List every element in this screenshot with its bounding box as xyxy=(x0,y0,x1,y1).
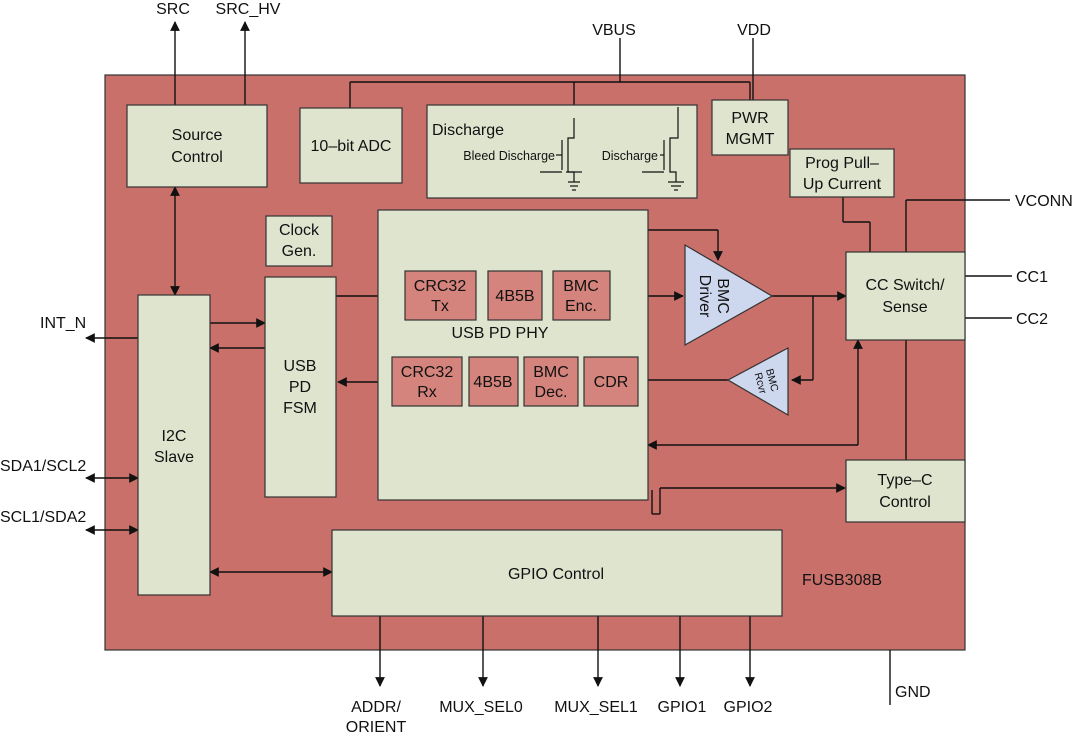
prog-pullup-block: Prog Pull– Up Current xyxy=(789,148,895,198)
gpio-control-block: GPIO Control xyxy=(331,529,783,617)
clock-gen-label-1: Clock xyxy=(279,222,320,239)
bmc-dec-block: BMC Dec. xyxy=(523,356,579,407)
bmc-rcvr-amp: BMC Rcvr xyxy=(726,347,789,417)
type-c-control-label-1: Type–C xyxy=(877,472,932,489)
crc32-rx-label-1: CRC32 xyxy=(401,364,454,381)
adc-label: 10–bit ADC xyxy=(311,138,392,155)
bleed-discharge-label: Bleed Discharge xyxy=(463,149,555,163)
pin-gpio2: GPIO2 xyxy=(724,699,773,716)
i2c-slave-label-2: Slave xyxy=(154,449,194,466)
pwr-mgmt-block: PWR MGMT xyxy=(711,99,789,156)
cdr-label: CDR xyxy=(594,374,629,391)
crc32-tx-label-1: CRC32 xyxy=(414,278,467,295)
crc32-tx-block: CRC32 Tx xyxy=(404,270,477,321)
crc32-rx-block: CRC32 Rx xyxy=(391,356,463,407)
pin-vdd: VDD xyxy=(737,22,771,39)
pin-int-n: INT_N xyxy=(40,315,86,332)
usb-pd-fsm-label-1: USB xyxy=(284,358,317,375)
usb-pd-fsm-label-2: PD xyxy=(289,379,311,396)
pwr-mgmt-label-2: MGMT xyxy=(726,131,775,148)
pin-gnd: GND xyxy=(895,684,931,701)
usb-pd-fsm-label-3: FSM xyxy=(283,400,317,417)
crc32-rx-label-2: Rx xyxy=(417,384,437,401)
pin-mux-sel0: MUX_SEL0 xyxy=(439,699,523,716)
prog-pullup-label-1: Prog Pull– xyxy=(805,155,879,172)
bmc-dec-label-1: BMC xyxy=(533,364,569,381)
clock-gen-label-2: Gen. xyxy=(282,243,317,260)
type-c-control-label-2: Control xyxy=(879,494,931,511)
bmc-rcvr-label-1: BMC xyxy=(763,367,781,393)
pin-sda1-scl2: SDA1/SCL2 xyxy=(0,458,86,475)
discharge-block: Discharge Bleed Discharge Discharge xyxy=(426,104,698,199)
bmc-driver-label-1: BMC xyxy=(714,278,731,314)
pin-cc1: CC1 xyxy=(1016,269,1048,286)
pin-addr-line-1: ADDR/ xyxy=(351,699,401,716)
4b5b-rx-block: 4B5B xyxy=(468,356,519,407)
adc-block: 10–bit ADC xyxy=(299,107,403,184)
pin-cc2: CC2 xyxy=(1016,311,1048,328)
usb-pd-phy-label: USB PD PHY xyxy=(452,325,549,342)
pin-src: SRC xyxy=(156,1,190,18)
bmc-enc-label-1: BMC xyxy=(563,278,599,295)
cc-switch-label-1: CC Switch/ xyxy=(865,277,945,294)
pin-src-hv: SRC_HV xyxy=(216,1,281,18)
usb-pd-fsm-block: USB PD FSM xyxy=(264,276,337,498)
4b5b-tx-block: 4B5B xyxy=(487,270,543,321)
pin-vbus: VBUS xyxy=(592,22,636,39)
crc32-tx-label-2: Tx xyxy=(431,298,449,315)
bleed-discharge-transistor-icon xyxy=(540,118,582,191)
prog-pullup-label-2: Up Current xyxy=(803,176,882,193)
bmc-enc-label-2: Enc. xyxy=(565,298,597,315)
cdr-block: CDR xyxy=(583,356,639,407)
bmc-dec-label-2: Dec. xyxy=(535,384,568,401)
gpio-control-label: GPIO Control xyxy=(508,566,604,583)
bmc-driver-amp: BMC Driver xyxy=(684,243,774,347)
i2c-slave-label-1: I2C xyxy=(162,428,187,445)
usb-pd-phy-block: USB PD PHY CRC32 Tx 4B5B BMC Enc. CRC32 … xyxy=(377,209,649,501)
discharge-transistor-icon xyxy=(642,107,684,191)
pwr-mgmt-label-1: PWR xyxy=(731,110,768,127)
i2c-slave-block: I2C Slave xyxy=(137,294,211,596)
source-control-label-2: Control xyxy=(171,149,223,166)
pin-addr-line-2: ORIENT xyxy=(346,719,407,735)
discharge-fet-label: Discharge xyxy=(602,149,658,163)
bmc-enc-block: BMC Enc. xyxy=(552,270,611,321)
4b5b-rx-label: 4B5B xyxy=(473,374,512,391)
cc-switch-block: CC Switch/ Sense xyxy=(845,251,966,341)
type-c-control-block: Type–C Control xyxy=(845,459,966,523)
pin-vconn: VCONN xyxy=(1015,193,1073,210)
chip-name-label: FUSB308B xyxy=(802,572,882,589)
pin-mux-sel1: MUX_SEL1 xyxy=(554,699,638,716)
discharge-title: Discharge xyxy=(432,122,504,139)
source-control-label-1: Source xyxy=(172,127,223,144)
pin-gpio1: GPIO1 xyxy=(658,699,707,716)
clock-gen-block: Clock Gen. xyxy=(265,215,333,267)
pin-scl1-sda2: SCL1/SDA2 xyxy=(0,509,86,526)
4b5b-tx-label: 4B5B xyxy=(495,288,534,305)
bmc-driver-label-2: Driver xyxy=(696,275,713,318)
cc-switch-label-2: Sense xyxy=(882,299,927,316)
source-control-block: Source Control xyxy=(126,104,268,188)
bmc-rcvr-label-2: Rcvr xyxy=(752,371,769,395)
